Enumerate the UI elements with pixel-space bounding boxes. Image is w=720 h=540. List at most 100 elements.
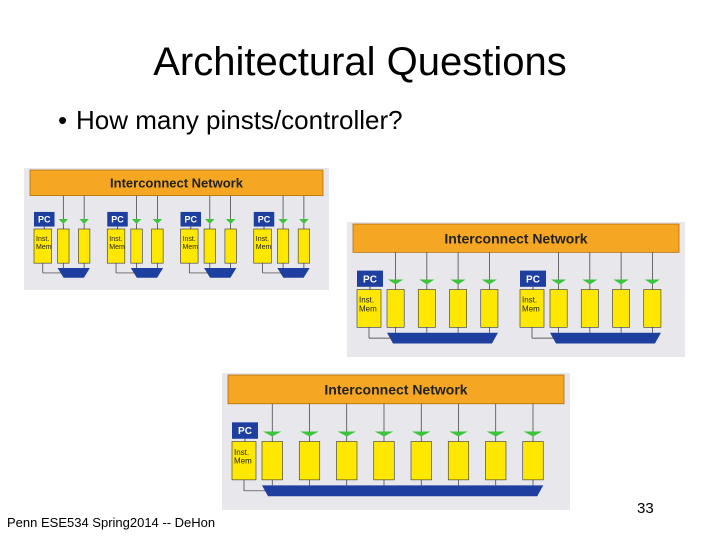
output-switch <box>277 268 310 278</box>
pc-label: PC <box>258 214 271 224</box>
diagram-1-svg: Interconnect NetworkPCInst.MemPCInst.Mem… <box>29 169 324 278</box>
pe-box <box>277 228 290 264</box>
input-mux <box>58 219 69 224</box>
pe-box <box>485 441 507 481</box>
pe-box <box>203 228 216 264</box>
input-mux <box>449 431 468 437</box>
pe-box <box>549 289 568 328</box>
input-mux <box>263 431 282 437</box>
footer-text: Penn ESE534 Spring2014 -- DeHon <box>7 515 216 530</box>
interconnect-network-bar <box>352 223 680 253</box>
pe-box <box>643 289 662 328</box>
output-switch <box>57 268 90 278</box>
input-mux <box>613 279 629 285</box>
inst-mem-label-line2: Mem <box>522 304 540 313</box>
pe-box <box>522 441 544 481</box>
pe-box <box>336 441 358 481</box>
input-mux <box>481 279 497 285</box>
input-mux <box>551 279 567 285</box>
input-mux <box>388 279 404 285</box>
pc-box <box>34 211 55 227</box>
input-mux <box>205 219 215 224</box>
interconnect-network-label: Interconnect Network <box>444 230 587 246</box>
inst-mem-label-line1: Inst. <box>36 236 49 243</box>
bullet-dot: • <box>58 105 68 135</box>
input-mux <box>450 279 466 285</box>
inst-mem-box <box>356 289 382 328</box>
inst-mem-label-line1: Inst. <box>359 296 374 305</box>
pe-box <box>57 228 70 264</box>
inst-mem-box <box>231 441 257 481</box>
output-switch <box>550 332 661 344</box>
inst-mem-label-line1: Inst. <box>183 236 196 243</box>
input-mux <box>419 279 435 285</box>
input-mux <box>412 431 431 437</box>
inst-mem-label-line1: Inst. <box>522 296 537 305</box>
pe-box <box>298 441 321 481</box>
input-mux <box>582 279 598 285</box>
input-mux <box>374 431 394 437</box>
output-switch <box>387 332 498 344</box>
pc-box <box>107 211 128 227</box>
pe-box <box>449 289 467 328</box>
inst-mem-box <box>519 289 545 328</box>
input-mux <box>131 219 142 224</box>
output-switch <box>262 485 544 497</box>
pe-box <box>410 441 432 481</box>
pe-box <box>417 289 436 328</box>
interconnect-network-bar <box>29 169 324 197</box>
inst-mem-label-line2: Mem <box>36 244 52 251</box>
pe-box <box>612 289 630 328</box>
pe-box <box>297 228 310 264</box>
input-mux <box>225 219 236 224</box>
pe-box <box>224 228 237 264</box>
input-mux <box>300 431 319 437</box>
pc-box <box>232 422 258 439</box>
pc-label: PC <box>363 274 377 285</box>
pe-box <box>373 441 395 481</box>
input-mux <box>337 431 356 437</box>
pe-box <box>261 441 283 481</box>
output-switch <box>130 268 164 278</box>
inst-mem-label-line1: Inst. <box>109 236 122 243</box>
pe-box <box>78 228 91 264</box>
pe-box <box>447 441 470 481</box>
bullet-item: • How many pinsts/controller? <box>58 105 403 136</box>
input-mux <box>278 219 288 224</box>
slide-title: Architectural Questions <box>153 40 567 84</box>
pc-label: PC <box>238 426 252 437</box>
page-number: 33 <box>637 500 654 517</box>
input-mux <box>79 219 89 224</box>
pc-box <box>180 211 202 227</box>
inst-mem-label-line2: Mem <box>109 244 125 251</box>
inst-mem-label-line1: Inst. <box>256 236 269 243</box>
pe-box <box>151 228 164 264</box>
input-mux <box>486 431 505 437</box>
pe-box <box>480 289 499 328</box>
pc-label: PC <box>526 274 540 285</box>
pe-box <box>386 289 405 328</box>
interconnect-network-bar <box>227 374 565 405</box>
input-mux <box>152 219 163 224</box>
interconnect-network-label: Interconnect Network <box>110 175 244 190</box>
inst-mem-label-line1: Inst. <box>234 448 249 457</box>
pe-box <box>130 228 143 264</box>
bullet-text: How many pinsts/controller? <box>76 105 403 135</box>
input-mux <box>523 431 543 437</box>
pc-box <box>253 211 275 227</box>
inst-mem-label-line2: Mem <box>234 457 252 466</box>
interconnect-network-label: Interconnect Network <box>324 382 467 398</box>
pc-label: PC <box>38 214 51 224</box>
inst-mem-label-line2: Mem <box>183 244 199 251</box>
output-switch <box>204 268 237 278</box>
pc-box <box>520 270 546 287</box>
inst-mem-label-line2: Mem <box>256 244 272 251</box>
input-mux <box>299 219 309 224</box>
pc-label: PC <box>184 214 197 224</box>
input-mux <box>644 279 660 285</box>
